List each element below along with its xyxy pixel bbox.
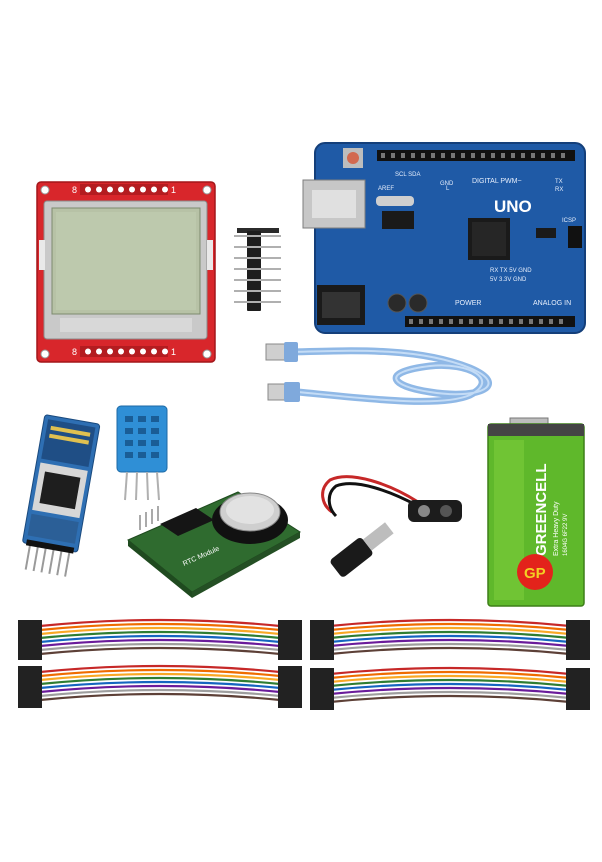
battery-subtitle: Extra Heavy Duty [553, 501, 560, 556]
battery-logo: GP [524, 565, 546, 582]
uno-scl-sda-label: SCL SDA [395, 172, 420, 178]
lcd-pin-label-1-bottom: 1 [171, 347, 176, 357]
uno-tx-label: TX [555, 179, 563, 185]
usb-cable [265, 342, 493, 405]
uno-rx-label: RX [555, 187, 563, 193]
uno-power-label: POWER [455, 300, 481, 307]
arduino-uno-board: UNO DIGITAL PWM~ ANALOG IN POWER ICSP SC… [302, 142, 586, 334]
battery-brand: GREENCELL [533, 463, 550, 556]
rtc-module: RTC Module [127, 491, 301, 598]
lcd-pin-label-8-bottom: 8 [72, 347, 77, 357]
lcd-module: 8 1 8 1 [36, 181, 216, 363]
jumper-wires-top-left [18, 618, 302, 660]
pin-header [234, 228, 281, 311]
uno-model-label: UNO [494, 197, 532, 216]
jumper-wires-top-right [310, 618, 590, 660]
battery-snap [321, 475, 462, 577]
lcd-pin-label-8: 8 [72, 185, 77, 195]
battery-code: 1604G 6F22 9V [563, 514, 569, 556]
uno-rx-tx-label: RX TX 5V GND [490, 268, 532, 274]
lcd-pin-label-1: 1 [171, 185, 176, 195]
dht11-sensor [116, 405, 168, 501]
jumper-wires-bottom-right [310, 666, 590, 710]
uno-icsp-label: ICSP [562, 218, 576, 224]
uno-aref-label: AREF [378, 186, 394, 192]
9v-battery: GREENCELL Extra Heavy Duty 1604G 6F22 9V… [487, 417, 585, 607]
jumper-wires-bottom-left [18, 664, 302, 708]
bluetooth-module [22, 414, 101, 577]
uno-l-label: L [446, 186, 450, 192]
uno-gnd-label: GND [440, 181, 454, 187]
uno-power-pins-label: 5V 3.3V GND [490, 277, 527, 283]
uno-analog-label: ANALOG IN [533, 300, 571, 307]
uno-digital-label: DIGITAL PWM~ [472, 178, 522, 185]
